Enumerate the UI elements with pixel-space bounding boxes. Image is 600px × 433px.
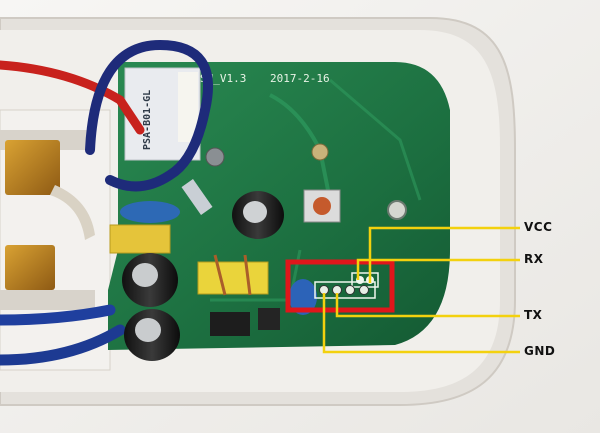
switch-button [313, 197, 331, 215]
regulator-ic [210, 312, 250, 336]
header-outline-bottom [314, 281, 376, 299]
label-rx: RX [524, 252, 544, 266]
electrolytic-cap-top-highlight [243, 201, 267, 223]
resistor [181, 179, 213, 215]
brass-contact-top [5, 140, 60, 195]
relay-sticker [178, 72, 198, 142]
board-hole [387, 200, 407, 220]
spring-clip [50, 185, 95, 240]
mounting-screw [205, 147, 225, 167]
pad-4 [359, 285, 369, 295]
pad-3 [345, 285, 355, 295]
transformer [197, 261, 269, 295]
highlight-box [285, 259, 395, 313]
board-date: 2017-2-16 [270, 72, 330, 85]
leader-rx [356, 258, 520, 280]
brass-contact-bottom [5, 245, 55, 290]
blue-wire-bottom [0, 304, 116, 326]
socket-channel-bottom [0, 290, 95, 310]
x-capacitor [109, 224, 171, 254]
leader-vcc [368, 226, 520, 283]
ceramic-capacitor [289, 279, 317, 315]
red-wire [0, 60, 145, 135]
label-gnd: GND [524, 344, 556, 358]
label-tx: TX [524, 308, 543, 322]
leader-gnd [322, 293, 520, 354]
transformer-winding [213, 254, 252, 296]
blue-capacitor [120, 201, 180, 223]
blue-wire-bottom-2 [0, 324, 126, 366]
blue-wire-loop [85, 39, 213, 192]
label-vcc: VCC [524, 220, 553, 234]
relay-marking: PSA-B01-GL [142, 90, 153, 150]
electrolytic-cap-bottom-highlight [135, 318, 161, 342]
leader-tx [335, 293, 520, 318]
leader-lines [322, 226, 520, 354]
smd-ic [258, 308, 280, 330]
electrolytic-cap-left-highlight [132, 263, 158, 287]
pcb-trace-2 [329, 78, 422, 201]
test-pad [311, 143, 329, 161]
